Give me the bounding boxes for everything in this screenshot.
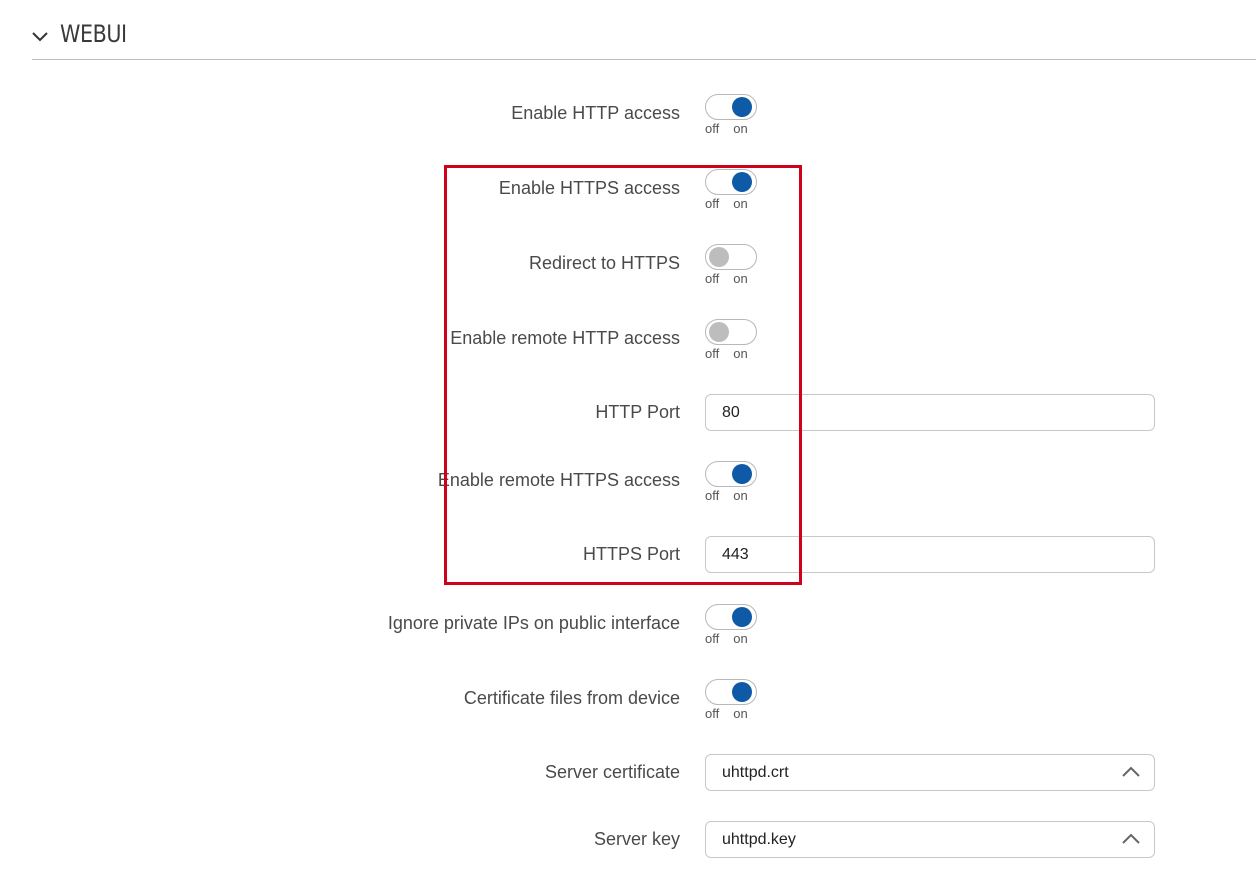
toggle-knob (709, 322, 729, 342)
row-ignore-private: Ignore private IPs on public interface o… (0, 603, 1256, 646)
https-port-label: HTTPS Port (582, 544, 680, 564)
toggle-knob (732, 172, 752, 192)
server-cert-value: uhttpd.crt (722, 764, 789, 781)
caption-off: off (705, 121, 720, 136)
remote-http-label: Enable remote HTTP access (450, 328, 680, 348)
caption-on: on (733, 631, 748, 646)
toggle-knob (732, 682, 752, 702)
caption-on: on (733, 346, 748, 361)
server-cert-label: Server certificate (544, 762, 680, 782)
chevron-up-icon[interactable] (1122, 766, 1140, 778)
caption-off: off (705, 488, 720, 503)
caption-on: on (733, 196, 748, 211)
enable-http-label: Enable HTTP access (511, 103, 680, 123)
enable-https-toggle[interactable] (705, 169, 757, 195)
row-http-port: HTTP Port 80 (0, 392, 1256, 432)
section-header[interactable]: WEBUI (32, 14, 1256, 60)
chevron-down-icon[interactable] (32, 30, 48, 42)
http-port-input[interactable]: 80 (705, 394, 1155, 431)
highlight-box (444, 165, 802, 585)
caption-on: on (733, 121, 748, 136)
enable-https-label: Enable HTTPS access (498, 178, 680, 198)
caption-off: off (705, 631, 720, 646)
remote-https-toggle[interactable] (705, 461, 757, 487)
toggle-knob (732, 464, 752, 484)
caption-off: off (705, 346, 720, 361)
caption-off: off (705, 706, 720, 721)
caption-off: off (705, 196, 720, 211)
server-key-label: Server key (593, 829, 680, 849)
server-key-value: uhttpd.key (722, 831, 796, 848)
redirect-https-label: Redirect to HTTPS (528, 253, 680, 273)
caption-on: on (733, 271, 748, 286)
caption-on: on (733, 488, 748, 503)
enable-http-toggle[interactable] (705, 94, 757, 120)
server-key-select[interactable]: uhttpd.key (705, 821, 1155, 858)
cert-from-device-toggle[interactable] (705, 679, 757, 705)
server-cert-select[interactable]: uhttpd.crt (705, 754, 1155, 791)
remote-https-label: Enable remote HTTPS access (437, 470, 680, 490)
caption-off: off (705, 271, 720, 286)
ignore-private-label: Ignore private IPs on public interface (387, 613, 680, 633)
cert-from-device-label: Certificate files from device (463, 688, 680, 708)
row-server-key: Server key uhttpd.key (0, 819, 1256, 859)
http-port-label: HTTP Port (595, 402, 680, 422)
toggle-knob (732, 607, 752, 627)
row-server-cert: Server certificate uhttpd.crt (0, 752, 1256, 792)
remote-http-toggle[interactable] (705, 319, 757, 345)
redirect-https-toggle[interactable] (705, 244, 757, 270)
ignore-private-toggle[interactable] (705, 604, 757, 630)
toggle-knob (732, 97, 752, 117)
caption-on: on (733, 706, 748, 721)
chevron-up-icon[interactable] (1122, 833, 1140, 845)
https-port-input[interactable]: 443 (705, 536, 1155, 573)
section-title: WEBUI (60, 20, 127, 48)
row-https-port: HTTPS Port 443 (0, 534, 1256, 574)
toggle-knob (709, 247, 729, 267)
